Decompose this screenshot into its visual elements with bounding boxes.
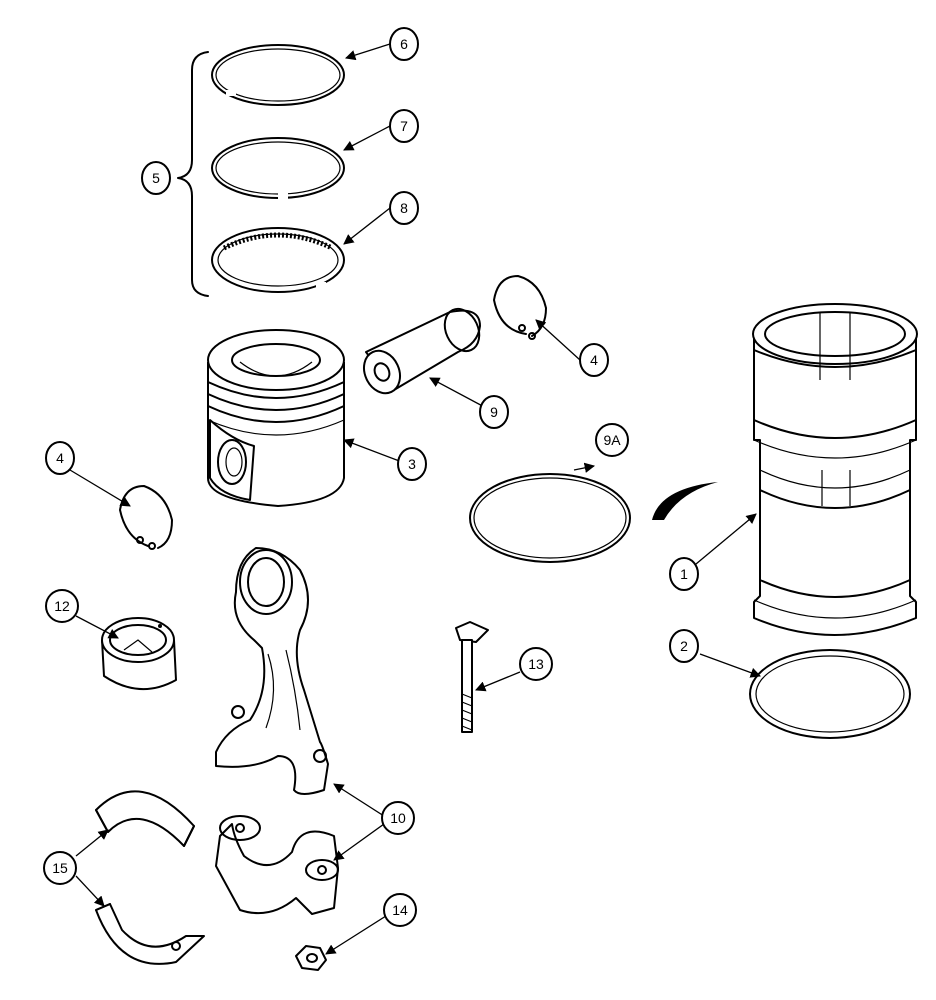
callout-4-left-label: 4 — [56, 450, 64, 466]
ring-set-bracket — [177, 51, 209, 297]
snap-ring-left — [119, 485, 173, 550]
callout-6-label: 6 — [400, 36, 408, 52]
liner-seal-ring — [749, 649, 911, 739]
piston — [207, 329, 345, 507]
callout-9: 9 — [479, 395, 509, 429]
callout-10-label: 10 — [390, 810, 406, 826]
callout-12-label: 12 — [54, 598, 70, 614]
callout-7-label: 7 — [400, 118, 408, 134]
snap-ring-right — [493, 275, 547, 340]
callout-12: 12 — [45, 589, 79, 623]
callout-13: 13 — [519, 647, 553, 681]
callout-14-label: 14 — [392, 902, 408, 918]
callout-13-label: 13 — [528, 656, 544, 672]
piston-ring-top — [211, 44, 345, 106]
cylinder-liner — [752, 303, 918, 636]
callout-9-label: 9 — [490, 404, 498, 420]
callout-2-label: 2 — [680, 638, 688, 654]
connecting-rod — [215, 547, 329, 795]
callout-7: 7 — [389, 109, 419, 143]
callout-6: 6 — [389, 27, 419, 61]
piston-ring-oil — [211, 227, 345, 293]
connecting-rod-bushing — [101, 617, 177, 691]
piston-pin — [363, 307, 481, 395]
o-ring-9a — [469, 473, 631, 563]
connecting-rod-nut — [295, 945, 327, 971]
bearing-shell-upper — [95, 790, 195, 847]
callout-5: 5 — [141, 161, 171, 195]
callout-4-left: 4 — [45, 441, 75, 475]
callout-8: 8 — [389, 191, 419, 225]
bearing-shell-lower — [95, 903, 205, 965]
callout-4-right-label: 4 — [590, 352, 598, 368]
callout-2: 2 — [669, 629, 699, 663]
piston-ring-middle — [211, 137, 345, 200]
callout-5-label: 5 — [152, 170, 160, 186]
callout-9a-label: 9A — [603, 432, 621, 448]
connecting-rod-cap — [215, 815, 339, 915]
callout-3: 3 — [397, 447, 427, 481]
callout-4-right: 4 — [579, 343, 609, 377]
callout-8-label: 8 — [400, 200, 408, 216]
callout-15: 15 — [43, 851, 77, 885]
callout-1: 1 — [669, 557, 699, 591]
callout-15-label: 15 — [52, 860, 68, 876]
callout-1-label: 1 — [680, 566, 688, 582]
leader-lines — [69, 43, 761, 955]
callout-3-label: 3 — [408, 456, 416, 472]
install-direction-arrow — [652, 482, 718, 520]
callout-14: 14 — [383, 893, 417, 927]
callout-9a: 9A — [595, 423, 629, 457]
callout-10: 10 — [381, 801, 415, 835]
connecting-rod-bolt — [455, 621, 489, 733]
